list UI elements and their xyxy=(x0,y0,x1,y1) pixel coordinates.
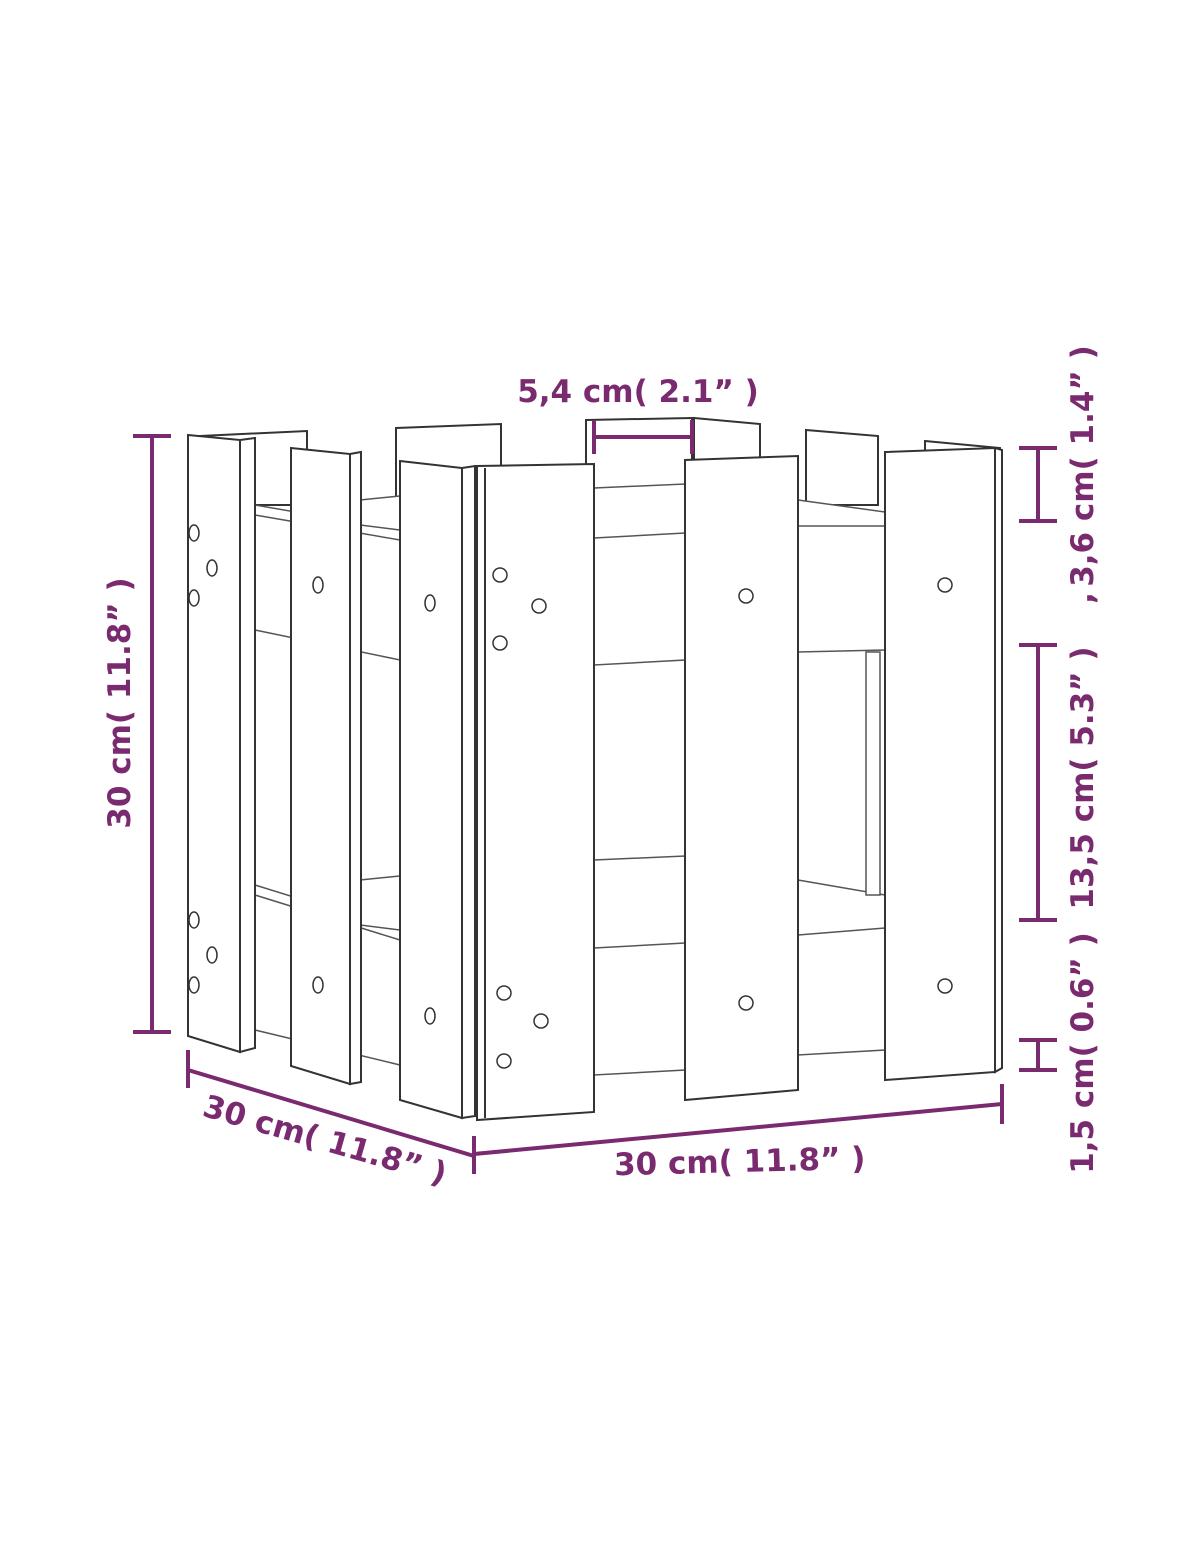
rear-slat-3 xyxy=(585,416,693,491)
screw-icon xyxy=(738,588,754,604)
width-label: 30 cm( 11.8” ) xyxy=(614,1141,866,1184)
screw-icon xyxy=(492,635,508,651)
screw-icon xyxy=(424,1007,436,1025)
screw-icon xyxy=(492,567,508,583)
screws xyxy=(188,524,953,1069)
side-slat-1-edge xyxy=(239,436,256,1054)
screw-icon xyxy=(312,576,324,594)
front-slat-1 xyxy=(476,462,595,1122)
screw-icon xyxy=(496,1053,512,1069)
front-slats xyxy=(187,433,1003,1122)
screw-icon xyxy=(531,598,547,614)
screw-icon xyxy=(188,976,200,994)
screw-icon xyxy=(937,577,953,593)
screw-icon xyxy=(206,559,218,577)
screw-icon xyxy=(424,594,436,612)
screw-icon xyxy=(312,976,324,994)
front-bottom-rail xyxy=(593,855,686,1076)
screw-icon xyxy=(188,911,200,929)
gap-label: 5,4 cm( 2.1” ) xyxy=(517,374,759,410)
screw-icon xyxy=(496,985,512,1001)
side-slat-3-edge xyxy=(461,464,476,1120)
right-inner-post xyxy=(865,651,881,896)
middle-section-label: 13,5 cm( 5.3” ) xyxy=(1065,646,1101,909)
inner-rail-left-bottom xyxy=(359,875,401,931)
screw-icon xyxy=(188,589,200,607)
front-top-rail xyxy=(593,483,686,666)
front-slat-2 xyxy=(684,454,799,1102)
rear-slat-5 xyxy=(805,428,879,506)
screw-icon xyxy=(533,1013,549,1029)
front-slat-3-edge xyxy=(994,446,1003,1074)
right-top-rail xyxy=(797,499,886,653)
top-section-label: 3,6 cm( 1.4” ) xyxy=(1065,345,1101,587)
inner-rail-left-top xyxy=(359,495,401,531)
separator-label: , xyxy=(1065,592,1101,604)
screw-icon xyxy=(206,946,218,964)
dimension-lines xyxy=(133,420,1057,1174)
screw-icon xyxy=(738,995,754,1011)
bottom-section-label: 1,5 cm( 0.6” ) xyxy=(1065,932,1101,1174)
right-bottom-rail xyxy=(797,879,886,1056)
height-label: 30 cm( 11.8” ) xyxy=(102,577,138,828)
side-slat-2-edge xyxy=(349,450,362,1086)
screw-icon xyxy=(188,524,200,542)
screw-icon xyxy=(937,978,953,994)
